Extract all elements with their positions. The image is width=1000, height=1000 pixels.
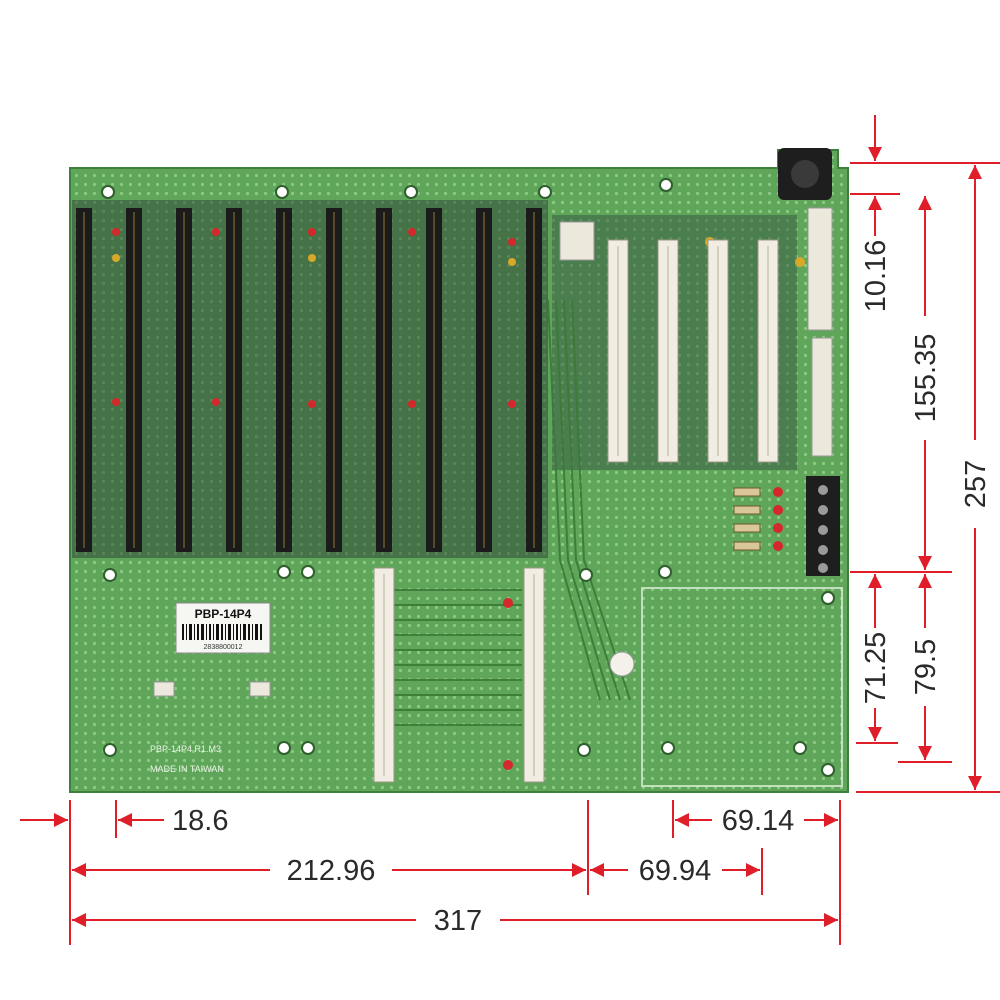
pci-slots bbox=[373, 239, 779, 783]
sub-panel-outline bbox=[641, 587, 843, 787]
dim-317: 317 bbox=[434, 905, 482, 937]
dim-79-5: 79.5 bbox=[910, 639, 942, 695]
dim-71-25: 71.25 bbox=[860, 632, 892, 705]
silk-origin: MADE IN TAIWAN bbox=[150, 764, 224, 774]
connectors bbox=[153, 148, 840, 697]
dim-69-94: 69.94 bbox=[639, 855, 712, 887]
isa-slots bbox=[76, 208, 542, 552]
dim-257: 257 bbox=[960, 460, 992, 508]
mounting-holes bbox=[101, 178, 835, 777]
sticker-dot bbox=[609, 651, 635, 677]
dim-69-14: 69.14 bbox=[722, 805, 795, 837]
silk-revision: PBP-14P4 R1.M3 bbox=[150, 744, 221, 754]
atx-power-connector bbox=[807, 207, 833, 331]
board-label: PBP-14P4 2838800012 bbox=[175, 602, 271, 654]
dim-18-6: 18.6 bbox=[172, 805, 228, 837]
fan-connector bbox=[249, 681, 271, 697]
dim-10-16: 10.16 bbox=[860, 240, 892, 313]
model-label: PBP-14P4 bbox=[195, 607, 252, 621]
fan-connector bbox=[153, 681, 175, 697]
header-connector bbox=[559, 221, 595, 261]
dimension-labels: 18.6 212.96 69.94 69.14 317 10.16 155.35… bbox=[172, 240, 992, 937]
dimension-lines bbox=[20, 115, 1000, 945]
aux-power-connector bbox=[811, 337, 833, 457]
barcode bbox=[182, 624, 262, 640]
trace-bundle bbox=[392, 299, 631, 726]
dim-212-96: 212.96 bbox=[287, 855, 376, 887]
dim-155-35: 155.35 bbox=[910, 334, 942, 423]
serial-label: 2838800012 bbox=[204, 644, 243, 651]
